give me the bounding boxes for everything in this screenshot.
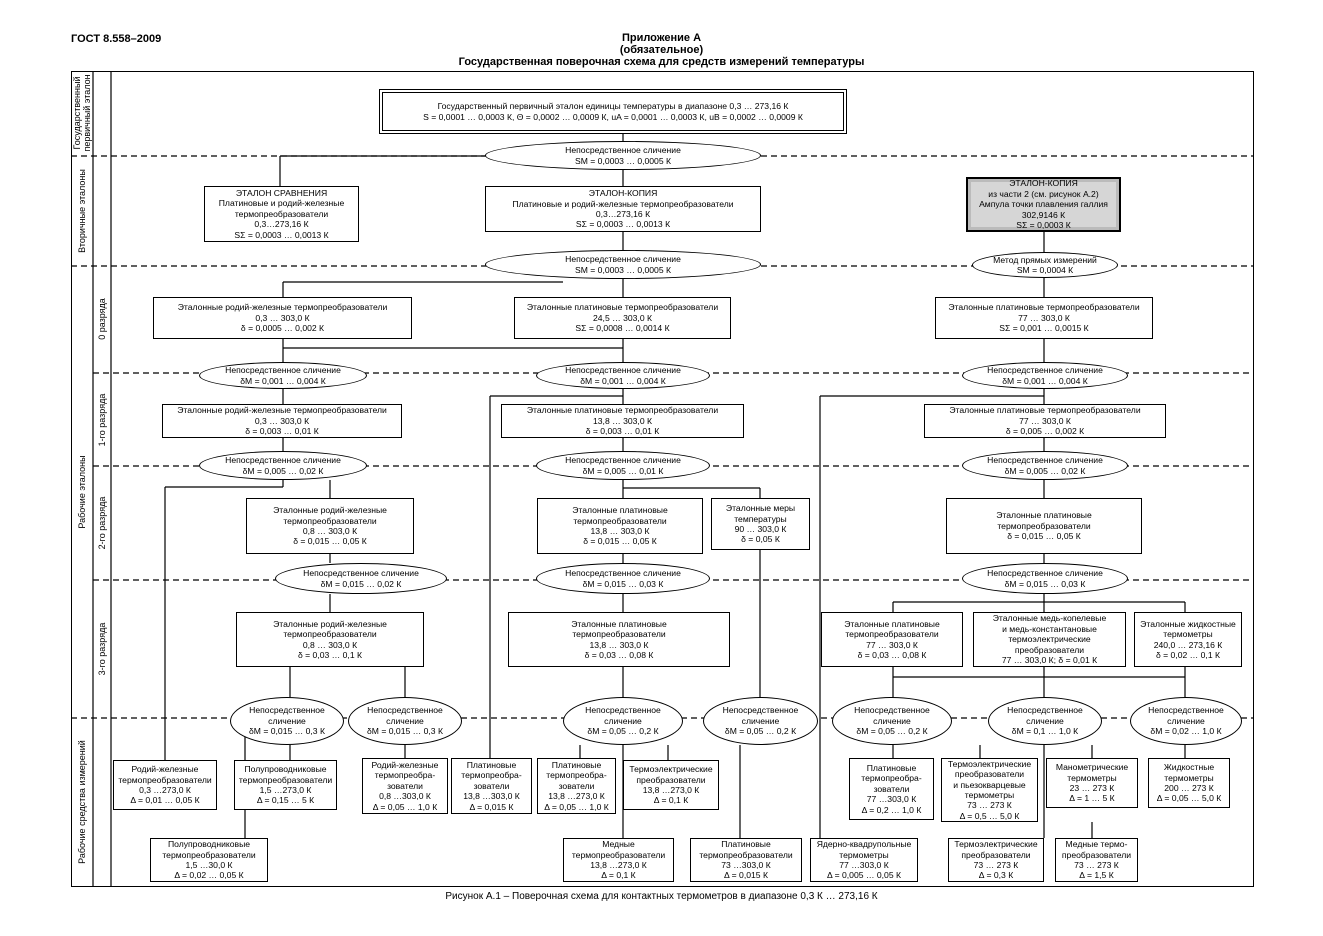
rank1-platinum-right-box: Эталонные платиновые термопреобразовател…	[924, 404, 1166, 438]
instrument-platinum-3-box: Платиновые термопреобра- зователи 77 …30…	[849, 758, 934, 820]
ellipse-rank1-left: Непосредственное сличение δM = 0,001 … 0…	[199, 362, 367, 389]
instrument-copper-box: Медные термопреобразователи 13,8 …273,0 …	[563, 838, 674, 882]
instrument-rhfe-box: Родий-железные термопреобразователи 0,3 …	[113, 760, 217, 810]
gallium-copy-standard-box: ЭТАЛОН-КОПИЯ из части 2 (см. рисунок А.2…	[966, 177, 1121, 232]
ellipse-instruments-d: Непосредственное сличение δM = 0,05 … 0,…	[703, 697, 818, 745]
ellipse-rank3-mid: Непосредственное сличение δM = 0,015 … 0…	[536, 563, 710, 594]
ellipse-instruments-b: Непосредственное сличение δM = 0,015 … 0…	[348, 697, 462, 745]
label-rank-1: 1-го разряда	[97, 393, 107, 447]
label-rank-0: 0 разряда	[97, 298, 107, 340]
rank3-liquid-thermometer-box: Эталонные жидкостные термометры 240,0 … …	[1134, 612, 1242, 667]
rank2-rhfe-box: Эталонные родий-железные термопреобразов…	[246, 498, 414, 554]
scheme-frame	[71, 71, 1254, 887]
ellipse-comparison-1: Непосредственное сличение SM = 0,0003 … …	[485, 141, 761, 170]
instrument-semiconductor-box: Полупроводниковые термопреобразователи 1…	[234, 760, 337, 810]
ellipse-instruments-a: Непосредственное сличение δM = 0,015 … 0…	[230, 697, 344, 745]
copy-standard-box: ЭТАЛОН-КОПИЯ Платиновые и родий-железные…	[485, 186, 761, 232]
rank3-copper-thermocouple-box: Эталонные медь-копелевые и медь-констант…	[973, 612, 1126, 667]
instrument-platinum-1-box: Платиновые термопреобра- зователи 13,8 ……	[451, 758, 532, 814]
instrument-thermocouple-quartz-box: Термоэлектрические преобразователи и пье…	[941, 758, 1038, 822]
ellipse-rank2-left: Непосредственное сличение δM = 0,005 … 0…	[199, 451, 367, 480]
label-working-standards: Рабочие эталоны	[77, 455, 87, 529]
instrument-nqr-box: Ядерно-квадрупольные термометры 77 …303,…	[810, 838, 918, 882]
rank0-rhfe-box: Эталонные родий-железные термопреобразов…	[153, 297, 412, 339]
rank1-platinum-box: Эталонные платиновые термопреобразовател…	[501, 404, 744, 438]
label-secondary-standards: Вторичные эталоны	[77, 169, 87, 253]
title-annex: Приложение А	[621, 32, 702, 44]
ellipse-rank1-mid: Непосредственное сличение δM = 0,001 … 0…	[536, 362, 710, 389]
ellipse-rank3-left: Непосредственное сличение δM = 0,015 … 0…	[275, 563, 447, 594]
primary-standard-box: Государственный первичный эталон единицы…	[379, 89, 847, 134]
instrument-thermocouple-1-box: Термоэлектрические преобразователи 13,8 …	[623, 760, 719, 810]
rank3-rhfe-box: Эталонные родий-железные термопреобразов…	[236, 612, 424, 667]
rank0-platinum-right-box: Эталонные платиновые термопреобразовател…	[935, 297, 1153, 339]
rank2-platinum-box: Эталонные платиновые термопреобразовател…	[537, 498, 703, 554]
label-working-instruments: Рабочие средства измерений	[77, 740, 87, 864]
ellipse-comparison-2: Непосредственное сличение SM = 0,0003 … …	[485, 250, 761, 279]
ellipse-instruments-c: Непосредственное сличение δM = 0,05 … 0,…	[563, 697, 683, 745]
rank0-platinum-box: Эталонные платиновые термопреобразовател…	[514, 297, 731, 339]
ellipse-instruments-g: Непосредственное сличение δM = 0,02 … 1,…	[1130, 697, 1242, 745]
rank2-platinum-right-box: Эталонные платиновые термопреобразовател…	[946, 498, 1142, 554]
ellipse-direct-measurement: Метод прямых измерений SM = 0,0004 К	[972, 252, 1118, 278]
rank3-platinum-right-box: Эталонные платиновые термопреобразовател…	[821, 612, 963, 667]
instrument-semiconductor-2-box: Полупроводниковые термопреобразователи 1…	[150, 838, 268, 882]
instrument-thermocouple-2-box: Термоэлектрические преобразователи 73 … …	[948, 838, 1044, 882]
rank1-rhfe-box: Эталонные родий-железные термопреобразов…	[162, 404, 402, 438]
ellipse-rank1-right: Непосредственное сличение δM = 0,001 … 0…	[962, 362, 1128, 389]
ellipse-rank3-right: Непосредственное сличение δM = 0,015 … 0…	[962, 563, 1128, 594]
instrument-rhfe-2-box: Родий-железные термопреобра- зователи 0,…	[362, 758, 448, 814]
instrument-manometric-box: Манометрические термометры 23 … 273 К Δ …	[1046, 758, 1138, 808]
document-code: ГОСТ 8.558–2009	[71, 33, 162, 45]
instrument-platinum-2-box: Платиновые термопреобра- зователи 13,8 ……	[537, 758, 616, 814]
label-rank-3: 3-го разряда	[97, 622, 107, 676]
label-primary-standard: Государственный первичный эталон	[72, 74, 92, 152]
label-rank-2: 2-го разряда	[97, 496, 107, 550]
ellipse-instruments-e: Непосредственное сличение δM = 0,05 … 0,…	[832, 697, 952, 745]
title-mandatory: (обязательное)	[619, 44, 704, 56]
ellipse-rank2-mid: Непосредственное сличение δM = 0,005 … 0…	[536, 451, 710, 480]
figure-caption: Рисунок А.1 – Поверочная схема для конта…	[445, 891, 878, 902]
instrument-platinum-4-box: Платиновые термопреобразователи 73 …303,…	[690, 838, 802, 882]
instrument-liquid-box: Жидкостные термометры 200 … 273 К Δ = 0,…	[1148, 758, 1230, 808]
rank2-temperature-measures-box: Эталонные меры температуры 90 … 303,0 К …	[711, 498, 810, 550]
ellipse-rank2-right: Непосредственное сличение δM = 0,005 … 0…	[962, 451, 1128, 480]
rank3-platinum-box: Эталонные платиновые термопреобразовател…	[508, 612, 730, 667]
title-scheme: Государственная поверочная схема для сре…	[458, 56, 865, 68]
ellipse-instruments-f: Непосредственное сличение δM = 0,1 … 1,0…	[988, 697, 1102, 745]
instrument-copper-2-box: Медные термо- преобразователи 73 … 273 К…	[1055, 838, 1138, 882]
comparison-standard-box: ЭТАЛОН СРАВНЕНИЯ Платиновые и родий-желе…	[204, 186, 359, 242]
